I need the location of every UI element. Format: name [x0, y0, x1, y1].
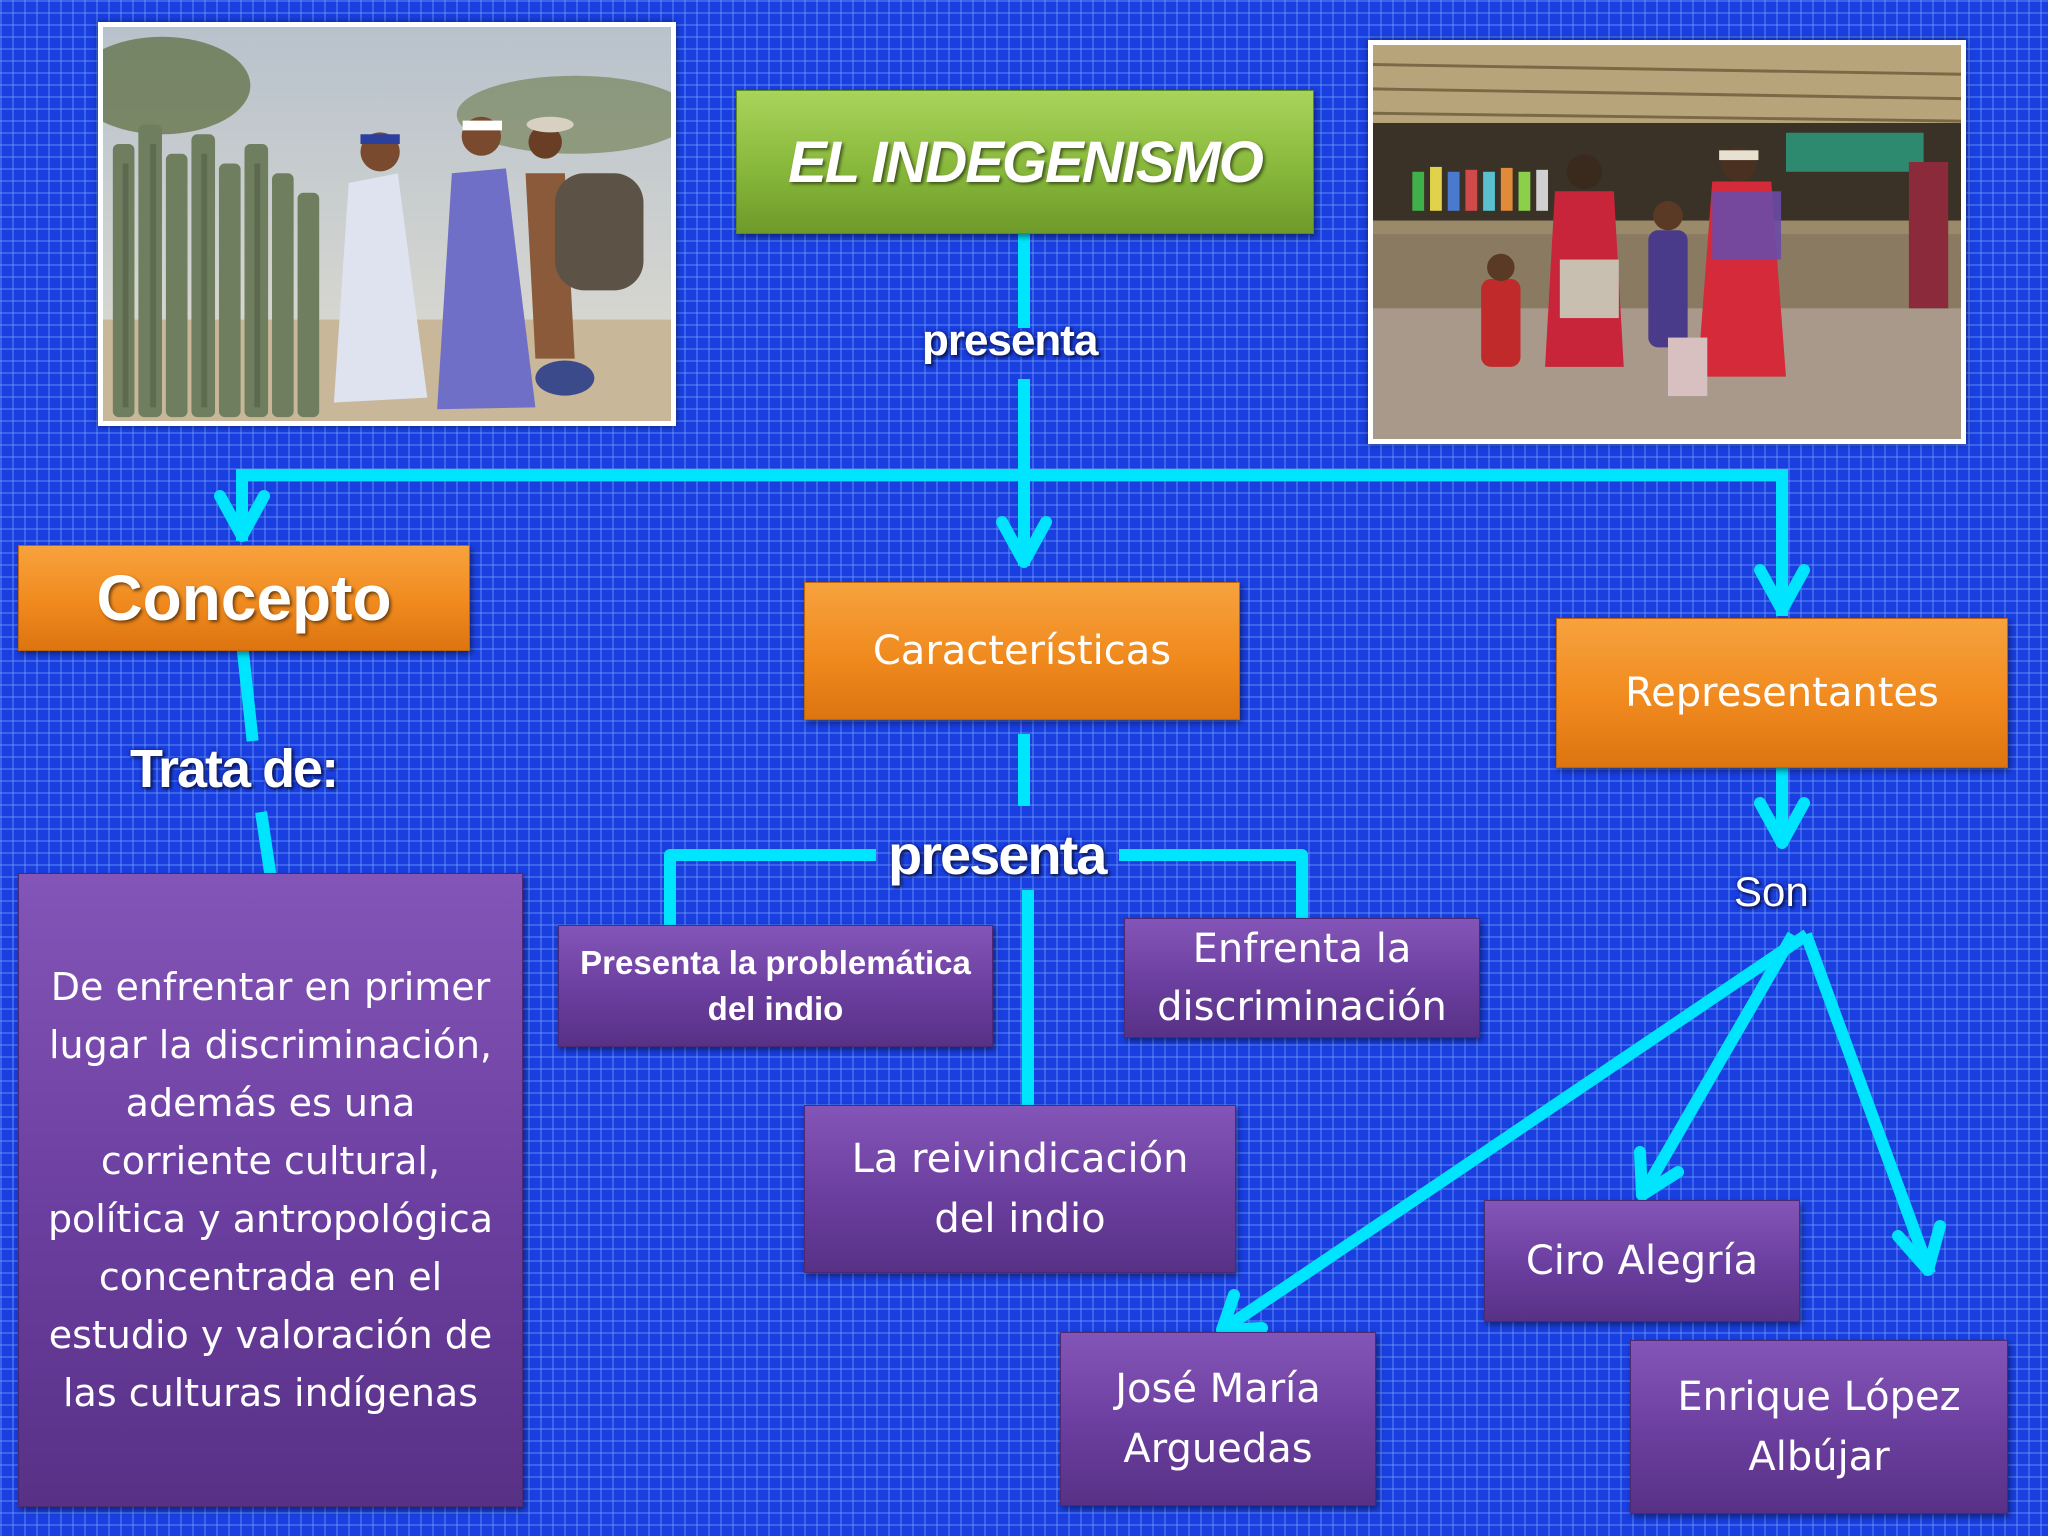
- node-reivindicacion-text: La reivindicación del indio: [851, 1136, 1189, 1242]
- node-ciro-alegria-text: Ciro Alegría: [1525, 1238, 1759, 1284]
- node-enrique-lopez-albujar: Enrique López Albújar: [1630, 1340, 2008, 1514]
- link-label-trata-de: Trata de:: [130, 739, 339, 799]
- node-enfrenta: Enfrenta la discriminación: [1124, 918, 1480, 1038]
- node-problematica-text: Presenta la problemática del indio: [580, 944, 971, 1027]
- node-enfrenta-text: Enfrenta la discriminación: [1157, 926, 1447, 1030]
- connector-branch-left: [664, 849, 876, 931]
- node-ciro-alegria: Ciro Alegría: [1484, 1200, 1800, 1322]
- node-enrique-lopez-albujar-text: Enrique López Albújar: [1677, 1374, 1961, 1480]
- node-problematica: Presenta la problemática del indio: [558, 925, 993, 1047]
- link-label-presenta-mid: presenta: [888, 823, 1107, 886]
- node-jose-maria-arguedas-text: José María Arguedas: [1115, 1366, 1321, 1472]
- arrowhead-son: [1754, 797, 1810, 849]
- node-concepto-description-text: De enfrentar en primer lugar la discrimi…: [47, 965, 494, 1415]
- connector-son-ciro: [1635, 931, 1799, 1201]
- connector-son-jose: [1216, 929, 1811, 1337]
- photo-indigenous-women-left: [98, 22, 676, 426]
- photo-market-right: [1368, 40, 1966, 444]
- arrowhead-concepto: [214, 490, 270, 542]
- node-concepto-label: Concepto: [96, 562, 392, 634]
- link-label-presenta-top: presenta: [922, 316, 1098, 365]
- diagram-title: EL INDEGENISMO: [788, 129, 1264, 195]
- arrowhead-caracteristicas: [996, 516, 1052, 568]
- node-representantes-label: Representantes: [1625, 670, 1939, 716]
- connector-son-enrique: [1800, 932, 1936, 1276]
- node-concepto: Concepto: [18, 545, 470, 651]
- arrowhead-enrique: [1892, 1220, 1946, 1276]
- connector-branch-right: [1119, 849, 1308, 924]
- arrowhead-ciro: [1634, 1146, 1684, 1201]
- node-reivindicacion: La reivindicación del indio: [804, 1105, 1236, 1273]
- arrowhead-representantes: [1754, 564, 1810, 616]
- title-box: EL INDEGENISMO: [736, 90, 1314, 234]
- arrowhead-jose: [1216, 1289, 1268, 1336]
- photo-illustration-left: [103, 27, 671, 421]
- photo-illustration-right: [1373, 45, 1961, 439]
- connector-concepto-trata-1: [236, 645, 259, 742]
- node-caracteristicas: Características: [804, 582, 1240, 720]
- connector-concepto-trata-2: [255, 811, 277, 879]
- node-jose-maria-arguedas: José María Arguedas: [1060, 1332, 1376, 1506]
- link-label-son: Son: [1734, 868, 1809, 915]
- node-caracteristicas-label: Características: [872, 628, 1172, 674]
- node-representantes: Representantes: [1556, 618, 2008, 768]
- node-concepto-description: De enfrentar en primer lugar la discrimi…: [18, 873, 523, 1507]
